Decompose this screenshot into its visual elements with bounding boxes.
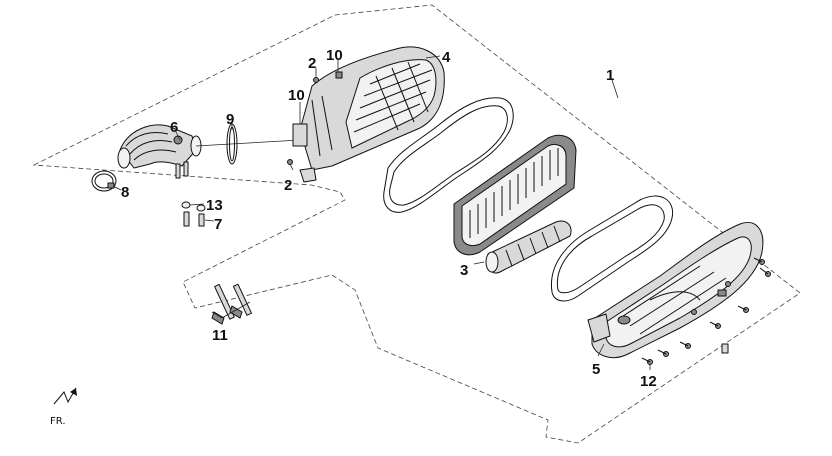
case-gasket-part	[383, 97, 514, 213]
fitting-13-part	[181, 201, 191, 227]
leader-4	[425, 55, 441, 59]
leader-11	[211, 301, 251, 319]
cover-screws-part	[641, 257, 771, 365]
leader-7	[204, 219, 215, 222]
callout-8: 8	[121, 184, 129, 201]
leader-5	[597, 343, 605, 357]
callout-9: 9	[226, 111, 234, 128]
bolts-part	[211, 283, 252, 325]
callout-11: 11	[212, 327, 228, 344]
filter-element-part	[453, 134, 577, 256]
air-cleaner-cover-part	[587, 222, 764, 359]
leader-6	[175, 131, 181, 141]
leader-3	[473, 261, 485, 265]
callout-10-top: 10	[326, 47, 343, 64]
assembly-boundary	[32, 4, 801, 444]
leader-13	[189, 203, 205, 206]
assembly-line	[195, 139, 301, 147]
callout-2-bottom: 2	[284, 177, 292, 194]
leader-2b	[289, 163, 294, 171]
callout-13: 13	[206, 197, 223, 214]
callout-1: 1	[606, 67, 614, 84]
hose-clamp-part	[91, 170, 117, 192]
leader-1	[611, 79, 619, 99]
callout-5: 5	[592, 361, 600, 378]
intake-snorkel-part	[485, 220, 572, 274]
front-direction-arrow-icon	[53, 387, 77, 405]
leader-8	[112, 185, 122, 191]
intake-duct-part	[117, 124, 202, 179]
fitting-7-part	[196, 204, 206, 227]
callout-3: 3	[460, 262, 468, 279]
callout-7: 7	[214, 216, 222, 233]
callout-2-top: 2	[308, 55, 316, 72]
callout-6: 6	[170, 119, 178, 136]
callout-10-mid: 10	[288, 87, 305, 104]
cover-gasket-part	[550, 195, 674, 302]
screw-2-icon	[287, 159, 293, 165]
callout-4: 4	[442, 49, 451, 66]
air-cleaner-case-part	[292, 46, 445, 183]
callout-12: 12	[640, 373, 657, 390]
front-direction-arrowhead-icon	[70, 388, 77, 396]
direction-label: FR.	[50, 416, 66, 427]
